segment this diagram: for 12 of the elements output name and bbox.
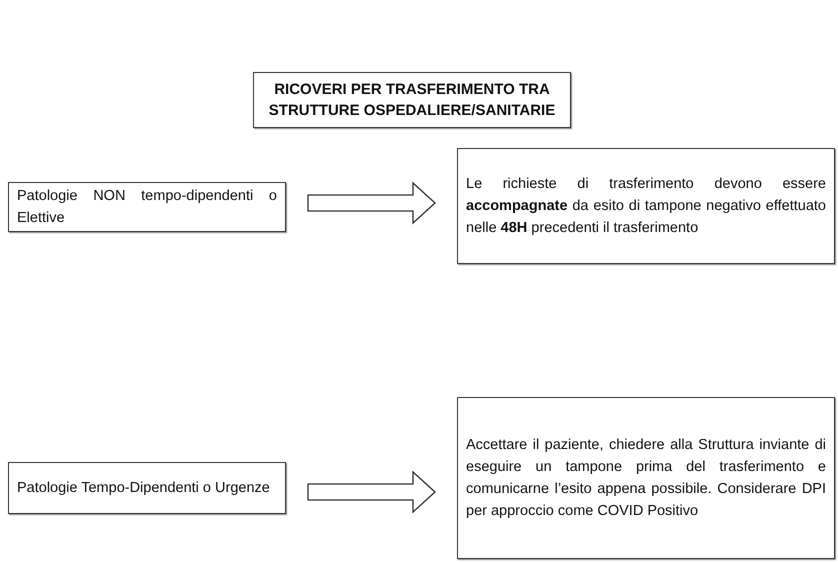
box-text: Le richieste di trasferimento devono essere accompagnate da esito di tampone negativo effettuato nelle 48H precedenti il trasferimento bbox=[466, 175, 826, 238]
box-text: Patologie NON tempo-dipendenti o Elettive bbox=[17, 187, 277, 228]
block-arrow bbox=[307, 470, 436, 514]
block-arrow bbox=[307, 182, 436, 224]
box-text: Accettare il paziente, chiedere alla Struttura inviante di eseguire un tampone prima del trasferimento e comunicarne l’esito appena possibile. Considerare DPI per approccio come COVID Positivo bbox=[466, 436, 826, 521]
text-box bbox=[8, 462, 286, 514]
text-box bbox=[8, 182, 286, 232]
box-text: Patologie Tempo-Dipendenti o Urgenze bbox=[17, 479, 271, 498]
text-box bbox=[457, 148, 835, 264]
title-box bbox=[253, 72, 571, 128]
title-text: RICOVERI PER TRASFERIMENTO TRA STRUTTURE OSPEDALIERE/SANITARIE bbox=[268, 80, 556, 121]
text-box bbox=[457, 397, 835, 559]
